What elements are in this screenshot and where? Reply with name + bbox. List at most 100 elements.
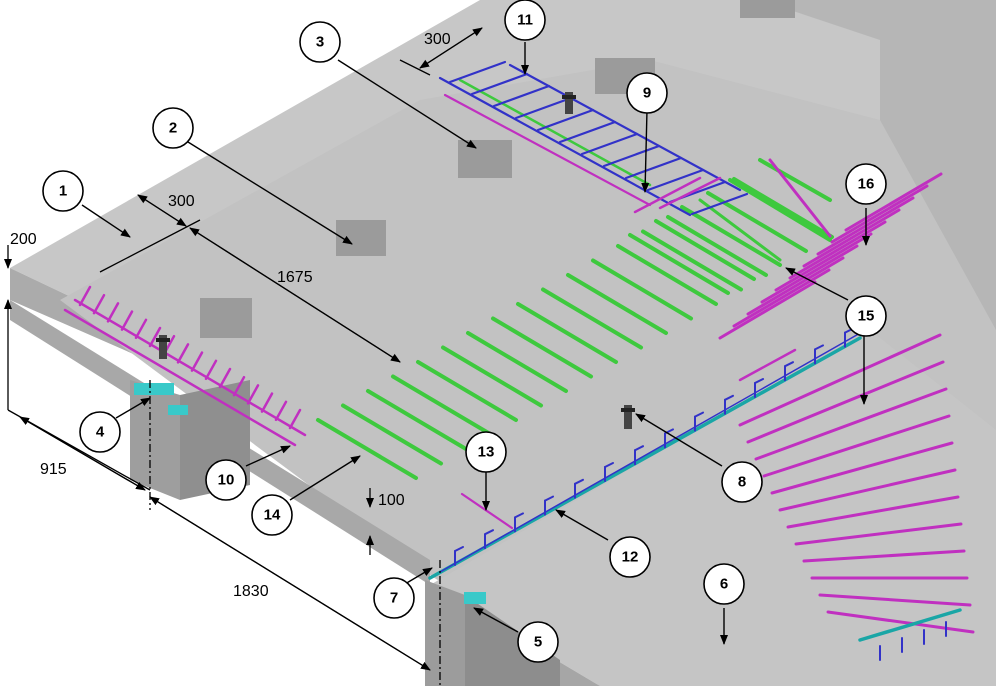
rebar-hook [514, 512, 524, 519]
rebar-longitudinal [73, 298, 307, 437]
rebar-stirrup [602, 144, 661, 168]
callout-circle [845, 163, 887, 205]
rebar-transverse [788, 220, 887, 280]
rebar-hook [634, 445, 644, 452]
rebar-stirrup [624, 156, 683, 180]
rebar-radial [746, 360, 945, 444]
anchor-bolt-center [621, 405, 635, 429]
rebar-stirrup [78, 285, 92, 307]
rebar-stirrup [470, 72, 529, 96]
rebar-stirrup [120, 310, 134, 331]
rebar-curved [768, 158, 832, 238]
rebar-transverse [441, 345, 543, 408]
rebar-magenta-upper [633, 176, 797, 382]
callout-9: 9 [626, 72, 668, 114]
dimension-lines [3, 27, 483, 686]
rebar-transverse [758, 158, 832, 202]
rebar-stirrup [260, 392, 274, 413]
rebar-stirrup [92, 293, 106, 315]
rebar-stirrup [646, 168, 705, 192]
callout-2: 2 [152, 107, 194, 149]
rebar-transverse [591, 258, 693, 321]
rebar-transverse [391, 374, 493, 437]
rebar-hook [604, 462, 614, 468]
callout-12: 12 [609, 536, 651, 578]
rebar-radial [738, 333, 942, 427]
callout-11: 11 [504, 0, 546, 41]
rebar-transverse [616, 244, 718, 306]
rebar-stirrup [218, 367, 232, 389]
callout-3: 3 [299, 21, 341, 63]
callout-5: 5 [517, 621, 559, 663]
rebar-transverse [416, 360, 518, 422]
rebar-stirrup [558, 120, 617, 144]
rebar-transverse [654, 219, 756, 281]
dimension-100: 100 [378, 492, 405, 509]
callout-number: 16 [858, 176, 875, 193]
callout-number: 4 [96, 424, 105, 441]
pier-left [130, 380, 180, 500]
callout-number: 15 [858, 308, 875, 325]
rebar-hook [544, 495, 554, 502]
callout-6: 6 [703, 563, 745, 605]
rebar-transverse [466, 331, 568, 393]
rebar-transverse [680, 205, 782, 267]
rebar-stirrup [246, 384, 260, 405]
rebar-stirrup [106, 302, 120, 323]
callout-14: 14 [251, 494, 293, 536]
rebar-transverse [516, 302, 618, 364]
callout-number: 6 [720, 576, 728, 593]
pier-right-side [465, 595, 560, 686]
callout-circle [152, 107, 194, 149]
dimension-300-top: 300 [424, 31, 451, 48]
rebar-stirrup [232, 375, 246, 397]
callout-number: 9 [643, 85, 651, 102]
callout-circle [299, 21, 341, 63]
callout-number: 8 [738, 474, 746, 491]
rebar-transverse [633, 176, 702, 214]
rebar-longitudinal [63, 308, 297, 447]
callout-number: 1 [59, 183, 67, 200]
callout-number: 11 [517, 12, 533, 29]
callout-7: 7 [373, 577, 415, 619]
rebar-longitudinal [458, 78, 652, 187]
rebar-stirrup [176, 343, 190, 364]
callout-number: 7 [390, 590, 398, 607]
opening-2 [458, 140, 512, 178]
rebar-stirrup [190, 351, 204, 372]
rebar-stirrup [148, 326, 162, 348]
rebar-transverse [728, 178, 832, 242]
rebar-radial [826, 610, 975, 634]
callout-circle [626, 72, 668, 114]
rebar-stirrup [288, 408, 302, 430]
rebar-magenta-left [63, 285, 307, 447]
callout-number: 5 [534, 634, 542, 651]
rebar-transverse [658, 176, 722, 210]
rebar-transverse [366, 389, 468, 451]
rebar-transverse [698, 198, 782, 262]
rebar-radial [754, 387, 948, 461]
callout-circle [504, 0, 546, 41]
rebar-radial [802, 549, 966, 563]
rebar-stirrup [204, 359, 218, 381]
rebar-stirrup [580, 132, 639, 156]
rebar-radial [762, 414, 951, 478]
rebar-transverse [491, 316, 593, 379]
rebar-hook [784, 361, 794, 368]
rebar-transverse [774, 232, 873, 292]
rebar-edge [858, 608, 962, 642]
callout-number: 10 [218, 472, 235, 489]
bearing-right [464, 592, 486, 604]
rebar-transverse [830, 184, 929, 244]
rebar-stirrup [492, 84, 551, 108]
rebar-stirrup [448, 60, 507, 84]
callout-circle [251, 494, 293, 536]
rebar-edge [428, 336, 862, 580]
rebar-hook [454, 546, 464, 552]
callout-number: 13 [478, 444, 495, 461]
callout-circle [465, 431, 507, 473]
opening-3 [200, 298, 252, 338]
rebar-transverse [628, 233, 730, 295]
